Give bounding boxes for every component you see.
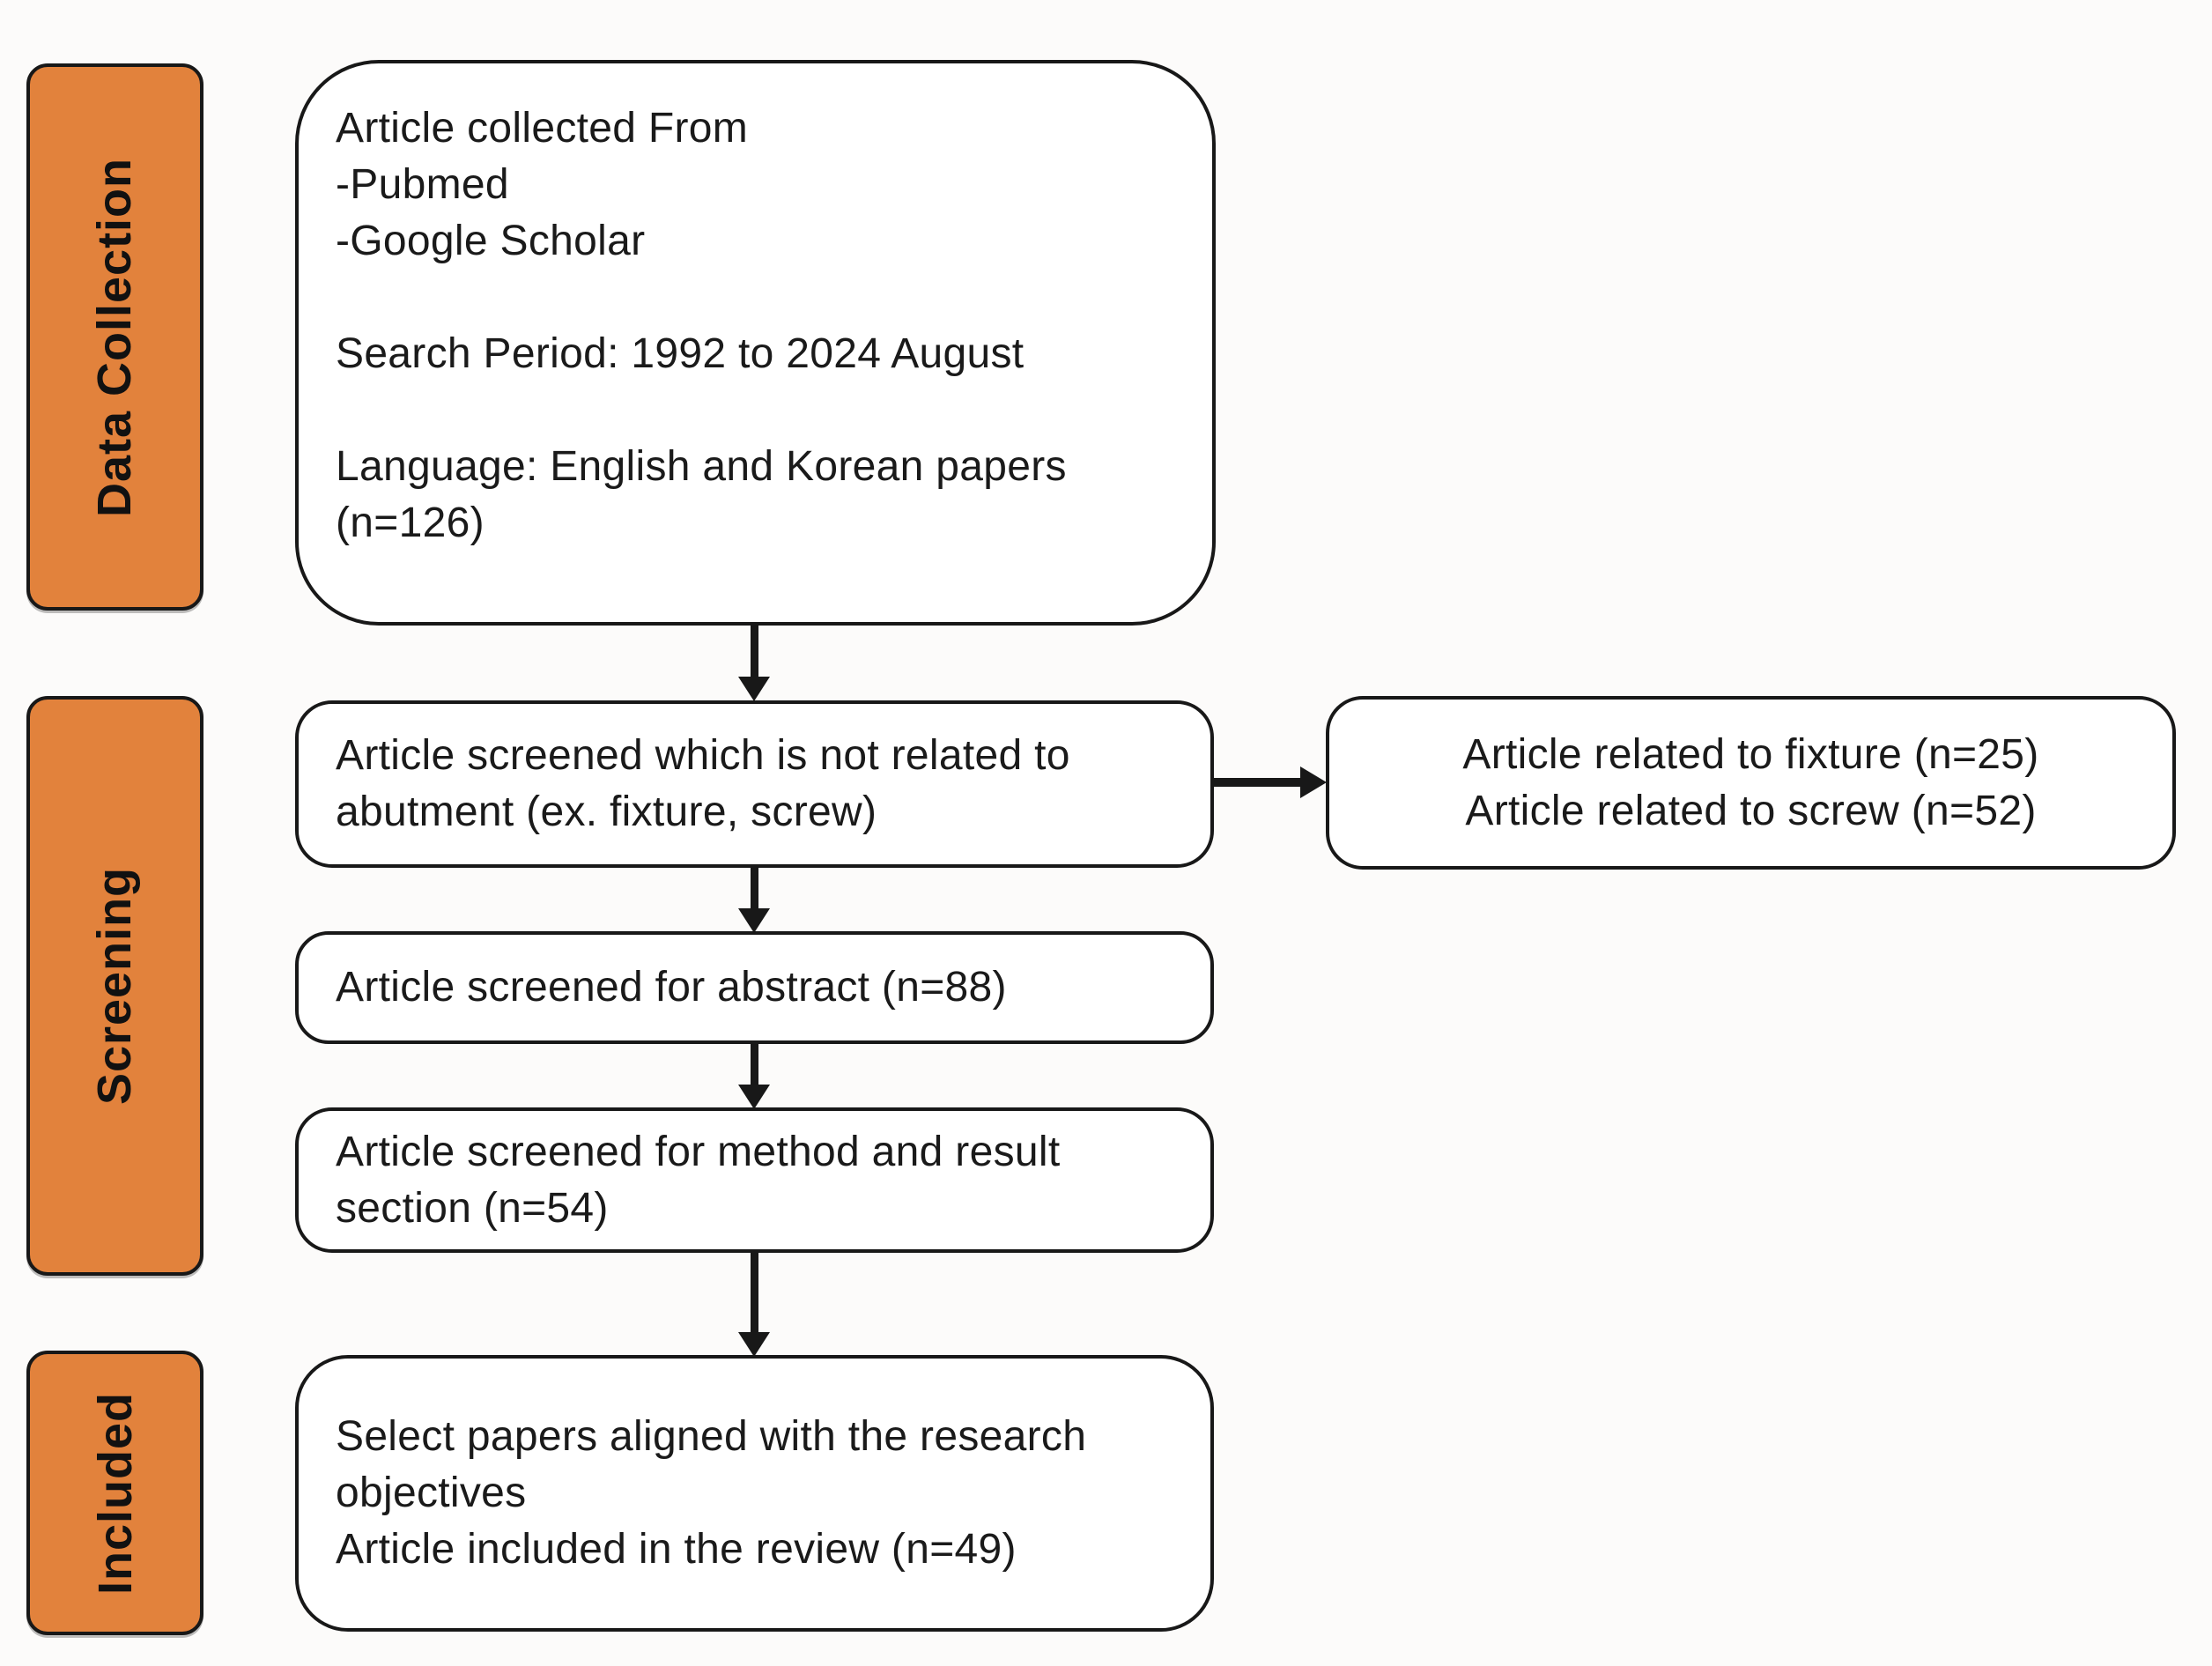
arrow-shaft xyxy=(750,866,758,912)
stage-data-collection: Data Collection xyxy=(26,63,203,611)
node-included-review: Select papers aligned with the research … xyxy=(295,1355,1214,1632)
text-line: Article included in the review (n=49) xyxy=(336,1526,1017,1573)
node-article-collected: Article collected From -Pubmed -Google S… xyxy=(295,60,1216,626)
arrow-down-icon xyxy=(738,1085,770,1109)
node-screened-abstract: Article screened for abstract (n=88) xyxy=(295,931,1214,1044)
arrow-shaft xyxy=(1212,778,1306,787)
arrow-right-icon xyxy=(1300,766,1327,798)
text-line-blank xyxy=(336,382,1175,439)
arrow-down-icon xyxy=(738,677,770,701)
arrow-shaft xyxy=(750,1251,758,1336)
arrow-shaft xyxy=(750,1042,758,1088)
arrow-abstract-to-method xyxy=(733,1042,775,1109)
text-line: Article screened which is not related to xyxy=(336,732,1070,779)
text-line: Language: English and Korean papers xyxy=(336,443,1067,490)
text-line: section (n=54) xyxy=(336,1184,609,1232)
node-screened-method-result: Article screened for method and result s… xyxy=(295,1107,1214,1253)
arrow-down-icon xyxy=(738,1332,770,1357)
arrow-shaft xyxy=(750,624,758,680)
stage-included: Included xyxy=(26,1351,203,1635)
node-excluded-articles: Article related to fixture (n=25) Articl… xyxy=(1326,696,2176,870)
text-line: Article screened for abstract (n=88) xyxy=(336,964,1007,1011)
arrow-screen-to-excluded xyxy=(1212,761,1327,803)
stage-screening: Screening xyxy=(26,696,203,1276)
arrow-method-to-included xyxy=(733,1251,775,1357)
text-line: objectives xyxy=(336,1470,527,1516)
text-line-blank xyxy=(336,270,1175,326)
stage-screening-label: Screening xyxy=(88,866,142,1106)
text-line: (n=126) xyxy=(336,500,485,546)
text-line: -Google Scholar xyxy=(336,218,646,264)
arrow-collection-to-screen xyxy=(733,624,775,701)
node-screened-not-related: Article screened which is not related to… xyxy=(295,700,1214,868)
text-line: Article related to screw (n=52) xyxy=(1465,787,2037,834)
text-line: Article related to fixture (n=25) xyxy=(1462,730,2039,778)
stage-data-collection-label: Data Collection xyxy=(88,157,142,517)
text-line: Article screened for method and result xyxy=(336,1128,1061,1175)
arrow-down-icon xyxy=(738,908,770,933)
text-line: -Pubmed xyxy=(336,161,509,208)
text-line: Search Period: 1992 to 2024 August xyxy=(336,330,1025,377)
arrow-screen-to-abstract xyxy=(733,866,775,933)
text-line: Article collected From xyxy=(336,105,749,152)
text-line: abutment (ex. fixture, screw) xyxy=(336,789,877,835)
text-line: Select papers aligned with the research xyxy=(336,1413,1087,1460)
stage-included-label: Included xyxy=(88,1391,142,1595)
